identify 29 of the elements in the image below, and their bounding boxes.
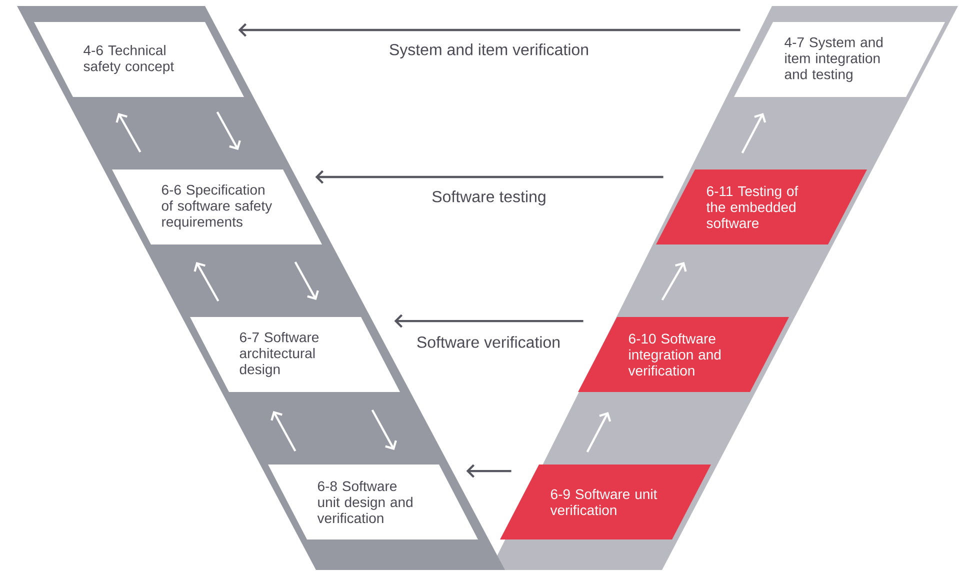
- process-box: 4-7 System and item integration and testing: [734, 22, 945, 97]
- node-label: 6-6 Specification of software safety requirements: [162, 184, 272, 230]
- arrow: [741, 113, 766, 154]
- arrow: [586, 412, 612, 452]
- node-label: 6-8 Software unit design and verification: [317, 480, 412, 524]
- edge-label: Software verification: [415, 334, 562, 350]
- process-box: 6-7 Software architectural design: [190, 317, 400, 392]
- node-label: 4-6 Technical safety concept: [84, 44, 174, 74]
- arrow: [216, 111, 241, 150]
- process-box: 4-6 Technical safety concept: [34, 22, 244, 97]
- edge-label: System and item verification: [388, 42, 590, 60]
- arrow: [661, 262, 687, 301]
- arrow: [315, 170, 664, 184]
- arrow: [270, 411, 296, 452]
- arrow: [116, 113, 142, 153]
- arrow: [394, 314, 584, 328]
- arrow: [294, 261, 319, 300]
- process-box: 6-9 Software unit verification: [500, 464, 711, 540]
- node-label: 6-7 Software architectural design: [240, 332, 319, 378]
- node-label: 4-7 System and item integration and testing: [784, 36, 883, 82]
- edge-label: Software testing: [430, 189, 548, 207]
- process-box: 6-11 Testing of the embedded software: [656, 170, 867, 244]
- arrow: [238, 23, 740, 37]
- arrow: [466, 464, 512, 478]
- process-box: 6-10 Software integration and verification: [578, 317, 789, 392]
- arrow: [371, 410, 397, 450]
- process-box: 6-8 Software unit design and verification: [268, 464, 478, 540]
- process-box: 6-6 Specification of software safety requirements: [112, 170, 322, 244]
- arrow: [194, 262, 220, 302]
